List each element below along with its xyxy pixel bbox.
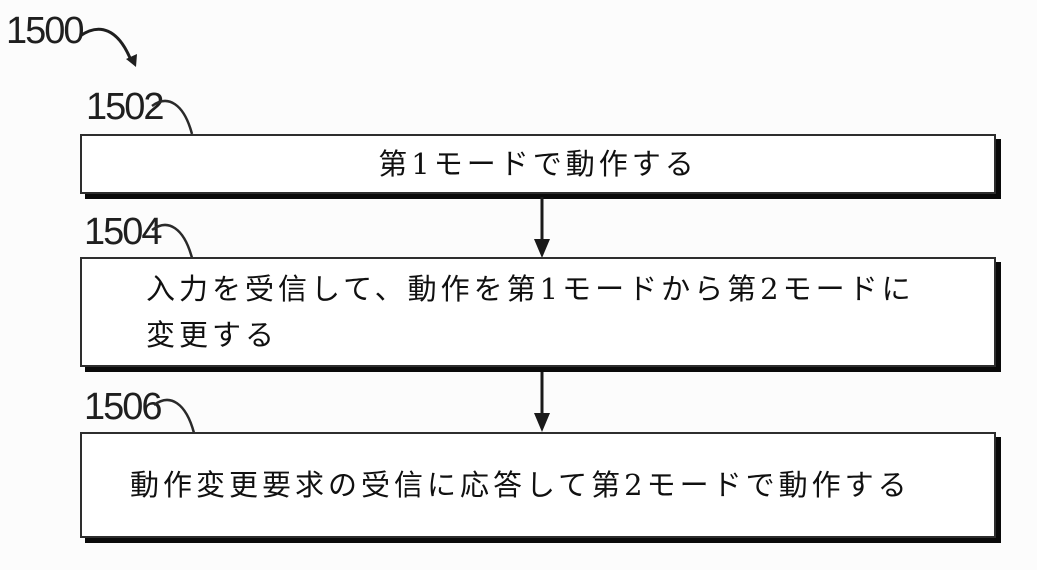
step-3-text: 動作変更要求の受信に応答して第2モードで動作する (130, 468, 911, 502)
leader-curve-icon (153, 398, 196, 434)
step-2-ref-label: 1504 (84, 211, 163, 253)
curved-arrow-icon (79, 27, 137, 67)
step-3-ref-label: 1506 (84, 386, 163, 428)
step-1-text: 第1モードで動作する (378, 147, 698, 181)
step-box-change-mode: 入力を受信して、動作を第1モードから第2モードに 変更する (80, 257, 996, 367)
down-arrow-icon (534, 372, 550, 432)
step-2-text-line-1: 入力を受信して、動作を第1モードから第2モードに (146, 272, 915, 306)
leader-curve-icon (151, 223, 194, 259)
step-box-second-mode: 動作変更要求の受信に応答して第2モードで動作する (80, 432, 996, 538)
step-1-ref-label: 1502 (86, 86, 165, 128)
down-arrow-icon (534, 197, 550, 258)
step-2-text-line-2: 変更する (146, 318, 279, 352)
leader-curve-icon (151, 99, 194, 135)
step-box-first-mode: 第1モードで動作する (80, 134, 996, 194)
figure-ref-label: 1500 (6, 10, 85, 52)
